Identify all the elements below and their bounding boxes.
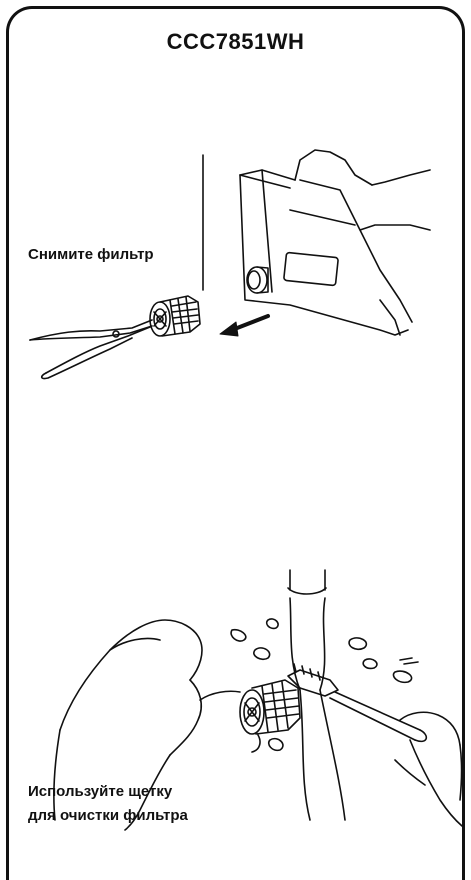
remove-filter-caption: Снимите фильтр	[28, 243, 154, 267]
model-title: CCC7851WH	[9, 29, 462, 55]
clean-filter-caption-line1: Используйте щетку	[28, 780, 188, 804]
clean-filter-caption: Используйте щетку для очистки фильтра	[28, 780, 188, 828]
right-hand	[395, 712, 462, 826]
clean-filter-caption-line2: для очистки фильтра	[28, 804, 188, 828]
remove-filter-illustration	[0, 140, 471, 400]
coffee-machine-back	[203, 150, 430, 335]
filter-icon	[240, 680, 300, 734]
brush-icon	[288, 664, 426, 741]
filter-icon	[150, 296, 200, 336]
arrow-left-icon	[220, 316, 268, 336]
faucet-icon	[288, 570, 345, 820]
pliers-icon	[30, 320, 152, 379]
